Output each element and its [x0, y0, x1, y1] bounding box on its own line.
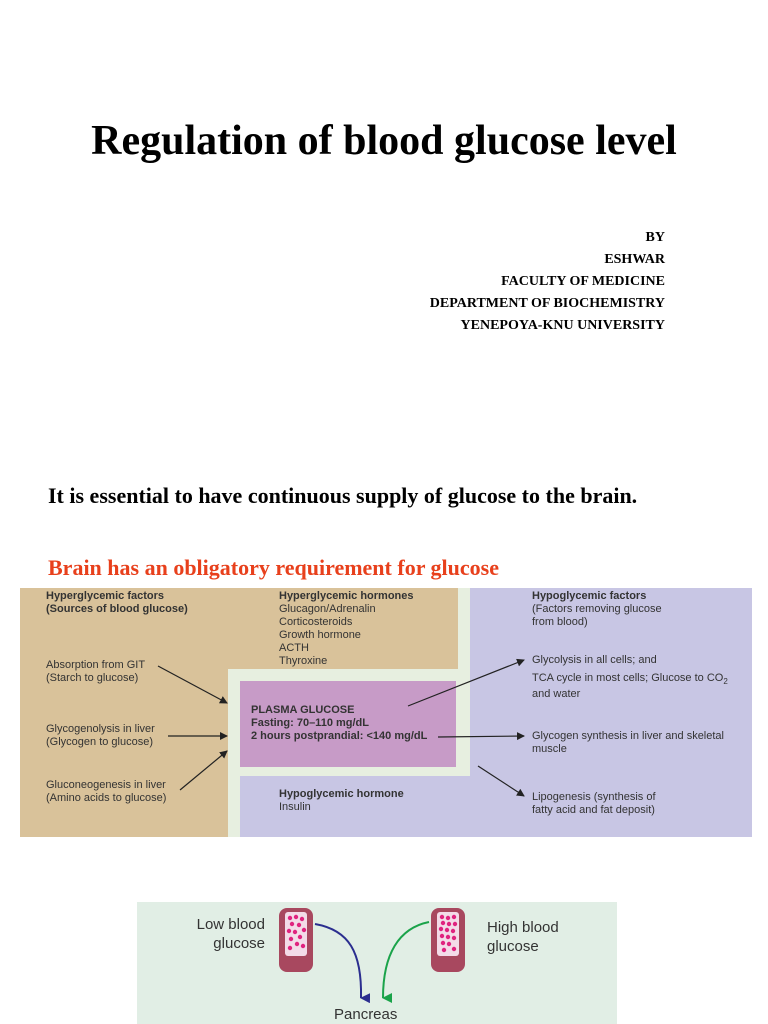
hypoglycemic-factors-heading: Hypoglycemic factors (Factors removing g…: [532, 590, 662, 629]
hormone-item: Thyroxine: [279, 655, 328, 667]
hypoglycemic-hormone-title: Hypoglycemic hormone: [279, 788, 404, 800]
university: YENEPOYA-KNU UNIVERSITY: [460, 318, 665, 333]
arrow-gluconeogenesis-to-plasma: [179, 750, 228, 791]
label-line: glucose: [487, 938, 539, 955]
factor-line: (Starch to glucose): [46, 672, 139, 684]
diagram-arrows: [157, 658, 525, 797]
factor-line: (Amino acids to glucose): [46, 792, 167, 804]
hyperglycemic-hormones: Hyperglycemic hormones Glucagon/Adrenali…: [279, 590, 414, 668]
byline-line: BY: [645, 230, 665, 245]
sink-line: TCA cycle in most cells; Glucose to CO2: [532, 672, 728, 688]
hormone-item: ACTH: [279, 642, 309, 654]
low-blood-glucose-label: Low blood glucose: [190, 915, 265, 953]
pancreas-label: Pancreas: [334, 1006, 398, 1023]
sink-line: muscle: [532, 743, 567, 755]
postprandial-range: 2 hours postprandial: <140 mg/dL: [251, 730, 428, 742]
sink-tca-cycle: TCA cycle in most cells; Glucose to CO2 …: [532, 672, 728, 701]
factor-gluconeogenesis: Gluconeogenesis in liver (Amino acids to…: [46, 779, 166, 805]
hyperglycemic-factors-heading: Hyperglycemic factors (Sources of blood …: [46, 590, 188, 616]
factor-line: Glycogenolysis in liver: [46, 723, 155, 735]
plasma-glucose-title: PLASMA GLUCOSE: [251, 704, 355, 716]
sink-line: fatty acid and fat deposit): [532, 804, 655, 816]
hypoglycemic-hormone-panel: [240, 776, 470, 837]
hormone-item: Glucagon/Adrenalin: [279, 603, 376, 615]
sink-line: and water: [532, 688, 581, 701]
label-line: High blood: [487, 919, 559, 936]
intro-paragraph: It is essential to have continuous suppl…: [48, 483, 638, 508]
pancreas-figure: Low blood glucose High blood glucose Pan…: [137, 902, 617, 1024]
hyperglycemic-factors-title: Hyperglycemic factors: [46, 590, 164, 602]
pancreas-figure-art: [279, 908, 465, 1004]
highlight-statement: Brain has an obligatory requirement for …: [48, 555, 499, 580]
high-blood-glucose-label: High blood glucose: [487, 918, 559, 956]
author-name: ESHWAR: [604, 252, 665, 267]
sink-lipogenesis: Lipogenesis (synthesis of fatty acid and…: [532, 791, 656, 817]
arrow-plasma-to-glycogen-synthesis: [437, 732, 525, 741]
high-glucose-arrow: [382, 921, 430, 1004]
hypoglycemic-factors-subtitle: from blood): [532, 616, 588, 628]
hormone-item: Corticosteroids: [279, 616, 353, 628]
hyperglycemic-factors-subtitle: (Sources of blood glucose): [46, 603, 188, 615]
faculty: FACULTY OF MEDICINE: [501, 274, 665, 289]
sink-glycogen-synthesis: Glycogen synthesis in liver and skeletal…: [532, 730, 724, 756]
arrow-gi-to-plasma: [157, 665, 228, 704]
arrow-plasma-to-glycolysis: [407, 658, 525, 707]
arrow-plasma-to-lipogenesis: [477, 765, 525, 797]
label-line: Low blood: [196, 916, 265, 933]
slide-title: Regulation of blood glucose level: [91, 118, 677, 164]
insulin-label: Insulin: [279, 801, 311, 813]
factor-line: Gluconeogenesis in liver: [46, 779, 166, 791]
sink-line: Glycolysis in all cells; and: [532, 654, 657, 666]
blood-tube-low-icon: [279, 908, 313, 972]
separator-band: [458, 588, 470, 676]
sink-line: Lipogenesis (synthesis of: [532, 791, 656, 803]
sink-line: Glycogen synthesis in liver and skeletal: [532, 730, 724, 742]
hypoglycemic-factors-title: Hypoglycemic factors: [532, 590, 647, 602]
hyperglycemic-hormones-title: Hyperglycemic hormones: [279, 590, 414, 602]
hypoglycemic-factors-subtitle: (Factors removing glucose: [532, 603, 662, 615]
factor-glycogenolysis: Glycogenolysis in liver (Glycogen to glu…: [46, 723, 155, 749]
label-line: glucose: [213, 935, 265, 952]
blood-tube-high-icon: [431, 908, 465, 972]
author-byline: BY ESHWAR FACULTY OF MEDICINE DEPARTMENT…: [430, 227, 665, 337]
fasting-range: Fasting: 70–110 mg/dL: [251, 717, 369, 729]
glucose-regulation-diagram: Hyperglycemic factors (Sources of blood …: [20, 588, 752, 837]
factor-line: Absorption from GIT: [46, 659, 146, 671]
hypoglycemic-hormone: Hypoglycemic hormone Insulin: [279, 788, 404, 814]
factor-line: (Glycogen to glucose): [46, 736, 153, 748]
sink-glycolysis: Glycolysis in all cells; and: [532, 654, 657, 667]
low-glucose-arrow: [314, 923, 371, 1004]
hormone-item: Growth hormone: [279, 629, 361, 641]
sink-text: TCA cycle in most cells; Glucose to CO: [532, 672, 724, 684]
department: DEPARTMENT OF BIOCHEMISTRY: [429, 296, 665, 311]
factor-gi-absorption: Absorption from GIT (Starch to glucose): [46, 659, 145, 685]
plasma-glucose-box: [240, 681, 456, 767]
plasma-glucose-text: PLASMA GLUCOSE Fasting: 70–110 mg/dL 2 h…: [251, 704, 427, 743]
subscript-two: 2: [723, 677, 728, 687]
